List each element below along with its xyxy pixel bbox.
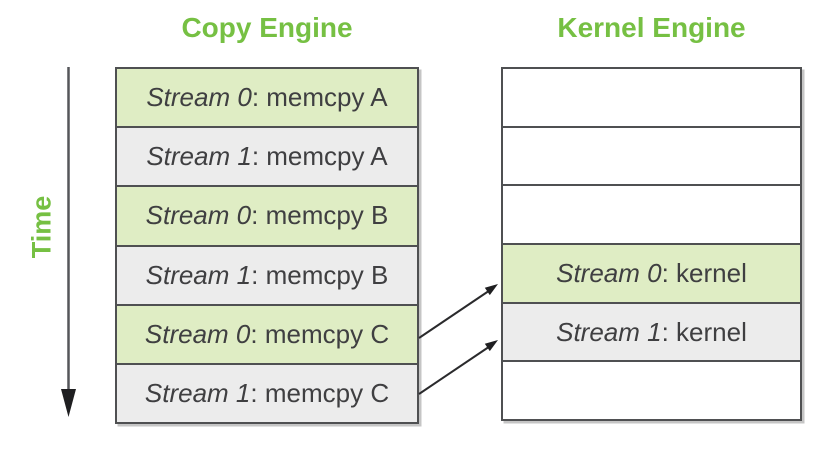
copy-engine-title: Copy Engine (181, 12, 353, 43)
time-axis-arrow (61, 67, 76, 417)
op-label: : memcpy B (251, 200, 389, 231)
kernel-row-empty-3 (503, 186, 800, 246)
op-label: : memcpy A (251, 141, 388, 172)
op-label: : kernel (661, 257, 747, 288)
copy-row-stream1-memcpyB: Stream 1: memcpy B (117, 246, 417, 306)
stream-label: Stream 1 (144, 377, 251, 408)
stream-label: Stream 0 (146, 82, 252, 113)
kernel-row-empty-2 (503, 127, 800, 187)
kernel-engine-box: Stream 0: kernel Stream 1: kernel (501, 67, 802, 421)
kernel-row-empty-1 (503, 69, 800, 128)
kernel-engine-title: Kernel Engine (557, 12, 746, 43)
stream-label: Stream 1 (556, 316, 662, 347)
op-label: : memcpy C (250, 377, 390, 408)
copy-engine-box: Stream 0: memcpy A Stream 1: memcpy A St… (115, 67, 419, 424)
copy-row-stream1-memcpyA: Stream 1: memcpy A (117, 128, 417, 188)
stream-label: Stream 1 (146, 141, 252, 172)
op-label: : memcpy A (251, 82, 388, 113)
op-label: : memcpy C (250, 318, 390, 349)
kernel-row-stream0-kernel: Stream 0: kernel (503, 245, 800, 304)
copy-row-stream0-memcpyC: Stream 0: memcpy C (117, 305, 417, 365)
op-label: : kernel (661, 316, 747, 347)
stream-label: Stream 0 (145, 200, 252, 231)
kernel-row-empty-4 (503, 362, 800, 420)
stream-label: Stream 0 (144, 318, 251, 349)
time-axis-label: Time (26, 195, 57, 259)
op-label: : memcpy B (251, 259, 389, 290)
copy-row-stream0-memcpyA: Stream 0: memcpy A (117, 69, 417, 129)
arrow-memcpyC1-to-kernel1 (418, 340, 498, 395)
stream-label: Stream 1 (145, 259, 252, 290)
kernel-row-stream1-kernel: Stream 1: kernel (503, 303, 800, 363)
arrow-memcpyC0-to-kernel0 (418, 284, 498, 339)
copy-row-stream1-memcpyC: Stream 1: memcpy C (117, 364, 417, 423)
copy-row-stream0-memcpyB: Stream 0: memcpy B (117, 187, 417, 247)
stream-label: Stream 0 (556, 257, 662, 288)
